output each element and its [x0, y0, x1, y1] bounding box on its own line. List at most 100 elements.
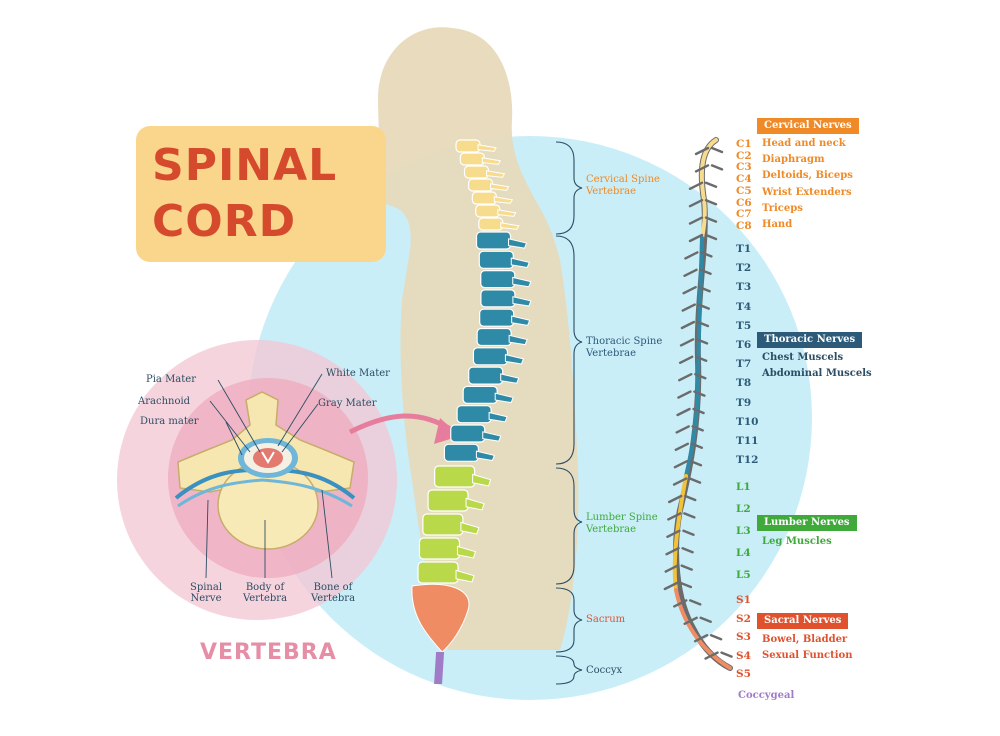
- label-dura-mater: Dura mater: [140, 416, 199, 427]
- nerve-function: Chest Muscels: [762, 352, 844, 363]
- nerve-function: Wrist Extenders: [762, 186, 852, 198]
- lumbar-vertebra: [417, 561, 475, 584]
- thoracic-code: T8: [736, 377, 752, 390]
- thoracic-vertebra: [476, 327, 528, 347]
- cervical-code: C7: [736, 208, 752, 221]
- badge-thoracic-nerves: Thoracic Nerves: [757, 332, 863, 348]
- coccyx: [434, 652, 445, 684]
- sacral-code: S2: [736, 612, 751, 625]
- badge-sacral-nerves: Sacral Nerves: [757, 613, 849, 629]
- nerve-function: Sexual Function: [762, 650, 853, 661]
- thoracic-vertebra: [443, 443, 496, 462]
- section-cervical-line2: Vertebrae: [586, 186, 636, 197]
- nerve-function: Head and neck: [762, 138, 846, 149]
- thoracic-code: T2: [736, 262, 752, 275]
- label-coccygeal: Coccygeal: [738, 690, 795, 701]
- section-coccyx: Coccyx: [586, 665, 623, 676]
- sacral-code: S1: [736, 594, 751, 606]
- cervical-code: C8: [736, 219, 752, 232]
- nerve-function: Abdominal Muscels: [762, 368, 872, 379]
- nerve-function: Diaphragm: [762, 154, 825, 166]
- cervical-code: C3: [736, 161, 752, 174]
- thoracic-code: T11: [736, 435, 759, 447]
- label-body-of-vertebra: Body of Vertebra: [234, 582, 296, 604]
- cervical-vertebra: [459, 152, 502, 166]
- lumbar-code: L2: [736, 503, 751, 515]
- thoracic-vertebra: [450, 424, 502, 443]
- thoracic-vertebra: [475, 231, 528, 250]
- human-silhouette: [373, 27, 579, 651]
- lumbar-functions: Leg Muscles: [762, 536, 832, 552]
- section-braces: [555, 141, 583, 685]
- thoracic-vertebra: [480, 270, 532, 289]
- thoracic-vertebra: [479, 308, 531, 327]
- label-body-line1: Body of: [245, 582, 285, 593]
- label-spinal-nerve-line2: Nerve: [190, 593, 222, 604]
- thoracic-code: T10: [736, 415, 759, 428]
- thoracic-vertebra: [478, 250, 530, 269]
- thoracic-code: T6: [736, 339, 752, 351]
- vertebra-title: VERTEBRA: [200, 640, 337, 665]
- title-line-2: CORD: [152, 196, 297, 247]
- vertebra-cross-section: [174, 391, 356, 550]
- section-lumbar: Lumber Spine Vertebrae: [586, 512, 658, 536]
- lumbar-vertebra: [434, 465, 492, 488]
- title-box: [136, 126, 386, 262]
- sacral-code: S4: [736, 649, 751, 662]
- thoracic-vertebra: [472, 347, 525, 366]
- thoracic-vertebra: [480, 289, 532, 308]
- cervical-vertebra: [471, 191, 514, 205]
- cervical-vertebra: [455, 139, 497, 153]
- label-bone-line1: Bone of: [313, 582, 353, 593]
- label-gray-mater: Gray Mater: [318, 398, 377, 409]
- cervical-vertebra: [478, 217, 520, 231]
- nerve-function: Triceps: [762, 202, 803, 214]
- section-cervical: Cervical Spine Vertebrae: [586, 174, 660, 198]
- thoracic-code: T4: [736, 300, 752, 313]
- label-bone-line2: Vertebra: [310, 593, 356, 604]
- label-pia-mater: Pia Mater: [146, 374, 196, 385]
- thoracic-vertebra: [462, 385, 514, 404]
- thoracic-code: T9: [736, 396, 752, 409]
- badge-lumbar-nerves: Lumber Nerves: [757, 515, 857, 531]
- label-bone-of-vertebra: Bone of Vertebra: [302, 582, 364, 604]
- cervical-code: C1: [736, 138, 752, 150]
- label-spinal-nerve: Spinal Nerve: [178, 582, 234, 604]
- nerve-function: Leg Muscles: [762, 536, 832, 547]
- section-thoracic-line1: Thoracic Spine: [586, 336, 663, 347]
- thoracic-vertebra: [468, 366, 520, 385]
- section-lumbar-line1: Lumber Spine: [586, 512, 658, 523]
- label-body-line2: Vertebra: [242, 593, 288, 604]
- section-thoracic: Thoracic Spine Vertebrae: [586, 336, 662, 360]
- thoracic-code: T3: [736, 281, 752, 294]
- cervical-code: C5: [736, 184, 752, 197]
- cervical-vertebra: [463, 165, 506, 179]
- nerve-function: Hand: [762, 218, 793, 230]
- spine-column: [411, 139, 532, 684]
- nerve-function: Bowel, Bladder: [762, 634, 848, 645]
- thoracic-code: T12: [736, 454, 759, 467]
- nerve-function: Deltoids, Biceps: [762, 170, 853, 182]
- section-thoracic-line2: Vertebrae: [586, 348, 636, 359]
- lumbar-code: L1: [736, 481, 751, 493]
- section-lumbar-line2: Vertebrae: [586, 524, 636, 535]
- lumbar-code: L4: [736, 547, 751, 559]
- cervical-code: C6: [736, 196, 752, 209]
- cervical-code: C2: [736, 149, 752, 162]
- badge-cervical-nerves: Cervical Nerves: [757, 118, 859, 134]
- cervical-vertebra: [475, 204, 517, 218]
- lumbar-vertebra: [422, 513, 480, 536]
- thoracic-vertebra: [456, 405, 508, 424]
- sacral-code: S5: [736, 668, 751, 680]
- label-arachnoid: Arachnoid: [138, 396, 191, 407]
- label-white-mater: White Mater: [326, 368, 390, 379]
- nerve-cord: [663, 137, 733, 671]
- section-sacrum: Sacrum: [586, 614, 626, 625]
- cervical-vertebra: [467, 178, 510, 192]
- sacrum: [411, 583, 470, 653]
- lumbar-vertebra: [418, 537, 477, 560]
